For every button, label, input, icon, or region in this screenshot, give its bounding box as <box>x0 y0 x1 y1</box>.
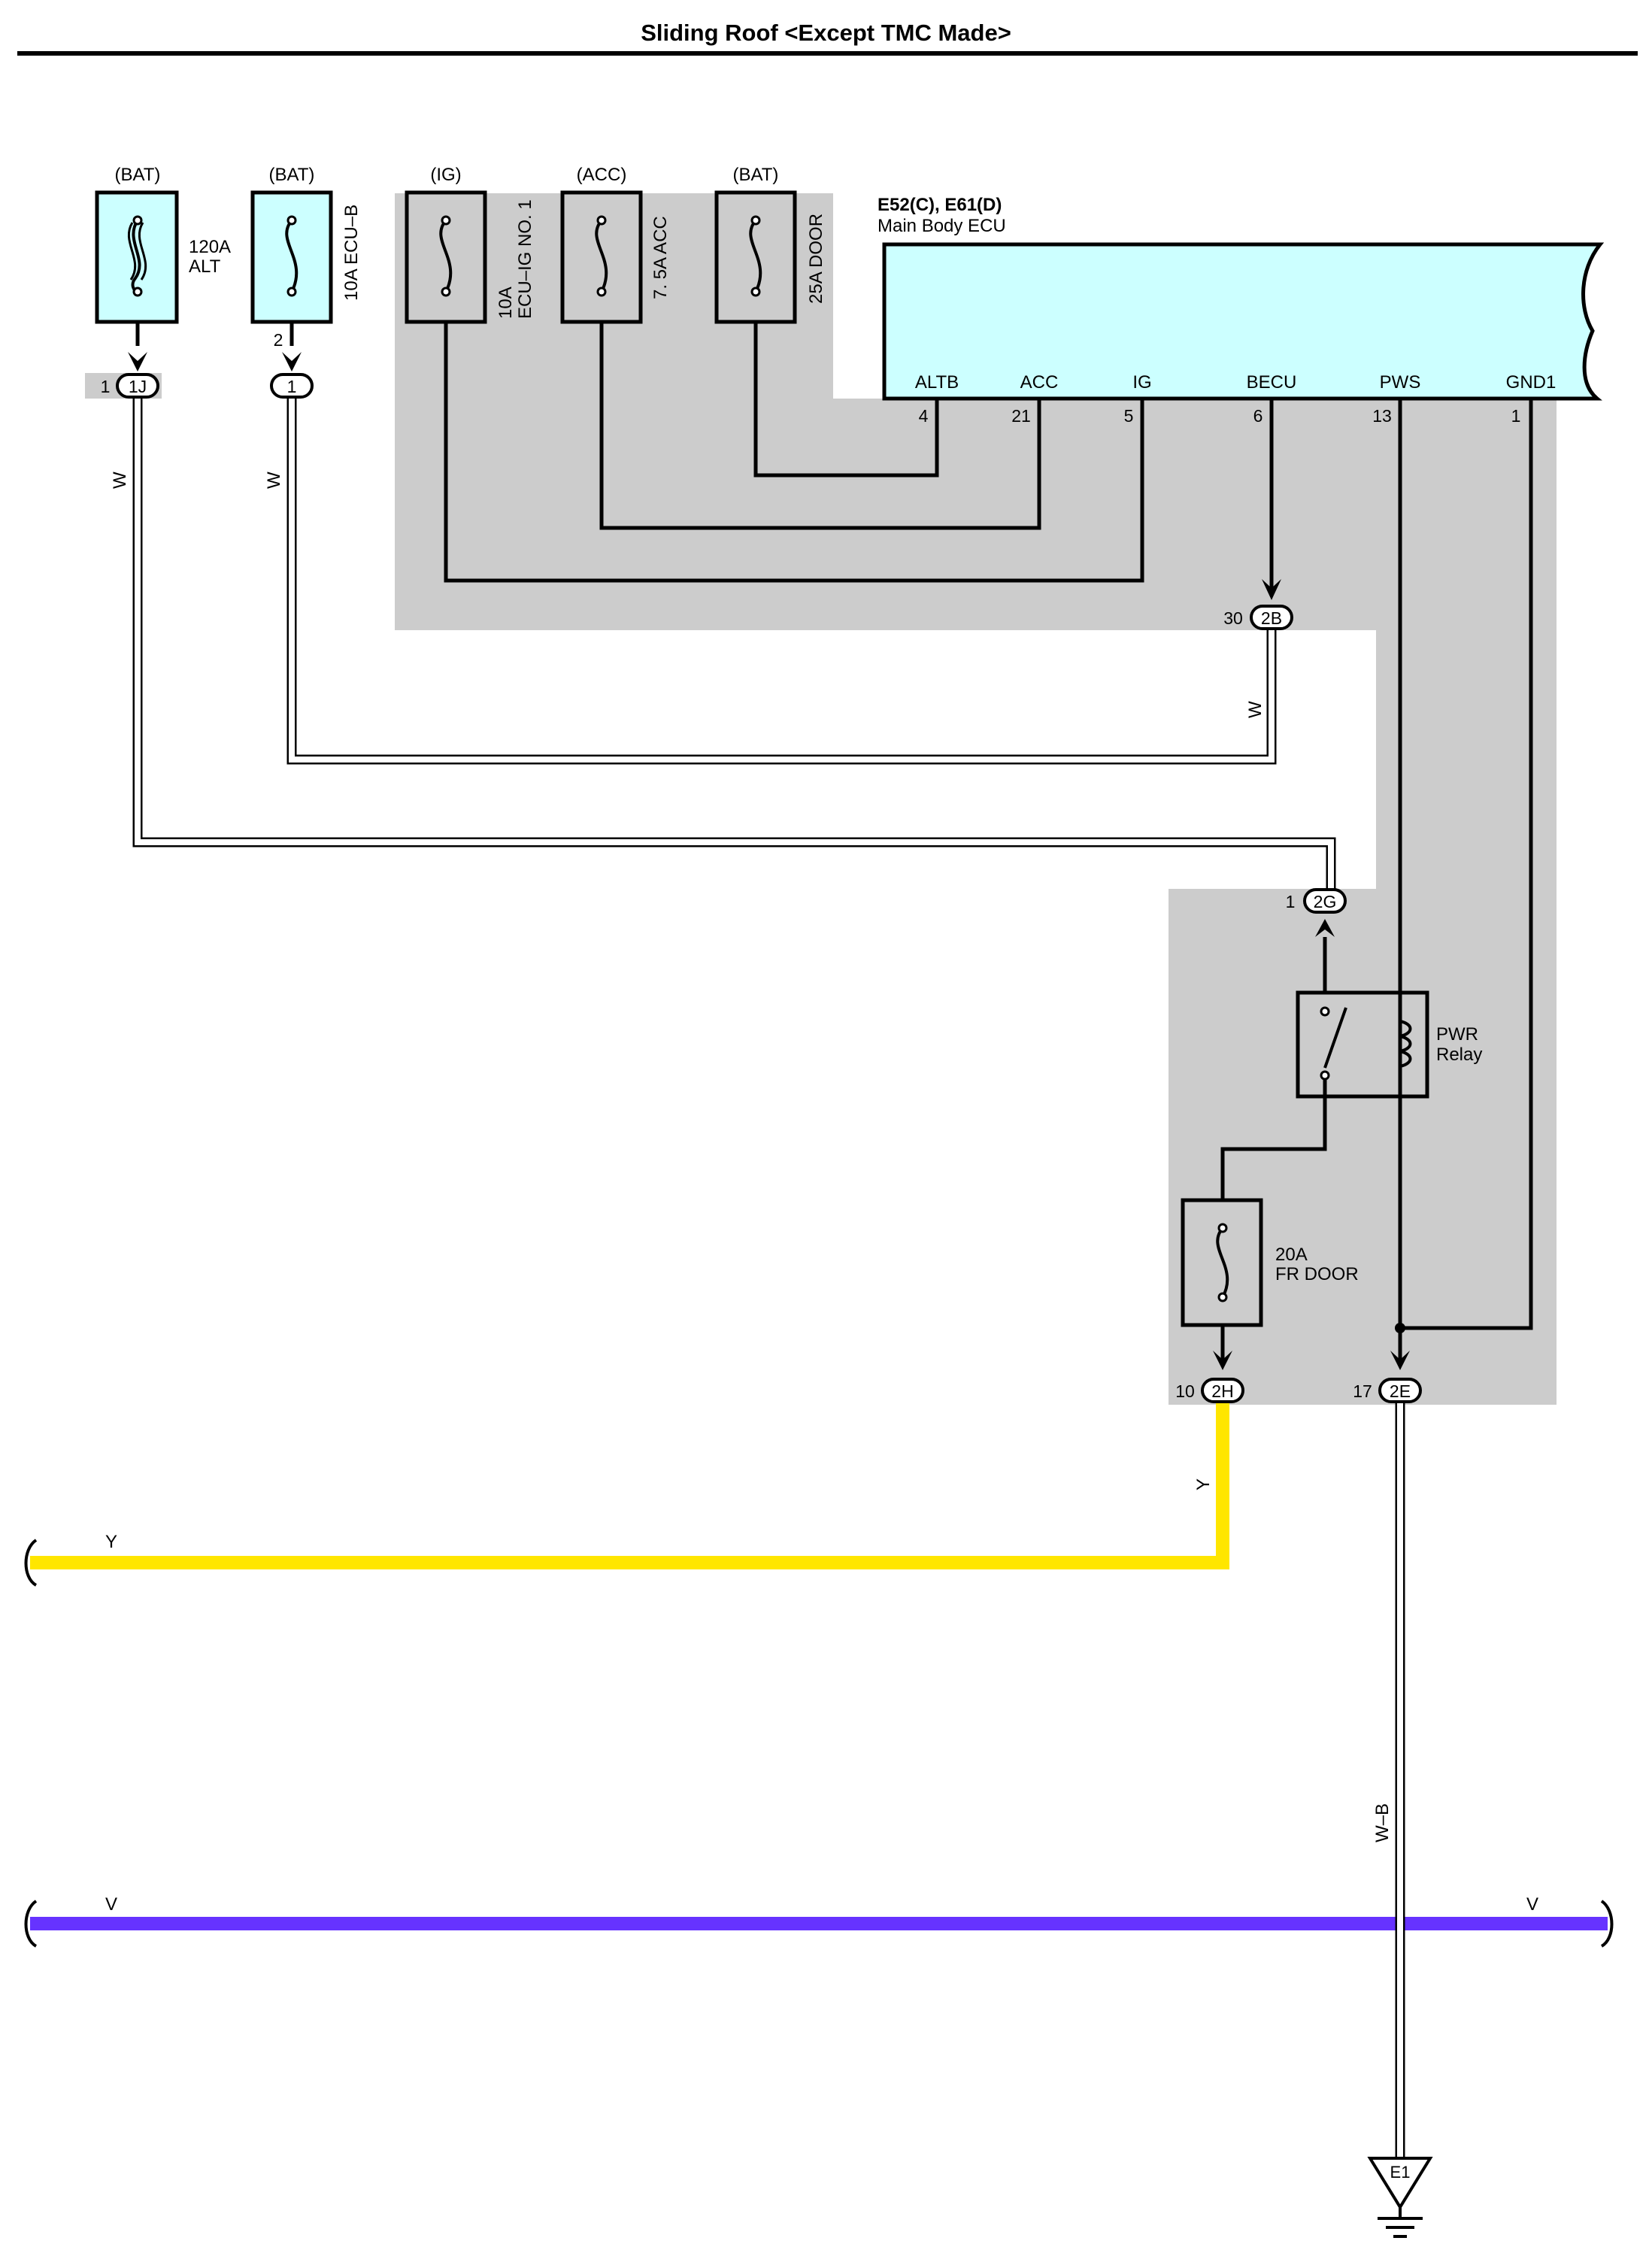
fuse-ecub-label: 10A ECU–B <box>341 205 362 301</box>
connector-1j-pin: 1 <box>101 377 111 396</box>
junction-block-shade-upper <box>395 193 1557 1405</box>
wire-label-w-3: W <box>1245 701 1266 718</box>
wire-label-w-1: W <box>110 472 130 489</box>
fuse-25a-door: (BAT) 25A DOOR <box>714 165 826 324</box>
connector-arrows <box>128 322 1410 1370</box>
wire-break-right-v <box>1600 1900 1614 1948</box>
fr-fuse-name: FR DOOR <box>1275 1264 1359 1284</box>
connector-2b: 30 2B <box>1223 605 1293 630</box>
connector-1-id: 1 <box>287 377 297 396</box>
pwr-relay: PWR Relay <box>1296 951 1482 1099</box>
connector-2h-pin: 10 <box>1175 1381 1195 1401</box>
fuse-7-5a-acc: (ACC) 7. 5A ACC <box>560 165 671 324</box>
wire-break-left-v <box>24 1900 38 1948</box>
connector-2g-pin: 1 <box>1286 892 1296 911</box>
ecu-code: E52(C), E61(D) <box>878 195 1002 215</box>
connector-2b-pin: 30 <box>1223 608 1243 628</box>
wire-label-wb: W–B <box>1372 1803 1393 1842</box>
connector-1: 2 1 <box>270 330 314 399</box>
ecu-pin-becu: 6 <box>1253 406 1263 426</box>
splice-point <box>1395 1323 1405 1333</box>
fuse-acc-source: (ACC) <box>577 165 627 185</box>
connector-2g: 1 2G <box>1286 888 1347 914</box>
relay-label-line2: Relay <box>1436 1045 1482 1065</box>
ecu-terminal-altb: ALTB <box>915 372 959 393</box>
wire-break-left-y <box>24 1539 38 1587</box>
fuse-alt-rating: 120A <box>189 237 231 257</box>
connector-1j: 1 1J <box>101 373 159 399</box>
ecu-terminal-pws: PWS <box>1380 372 1421 393</box>
fuse-20a-fr-door: 20A FR DOOR <box>1181 1198 1359 1327</box>
fuse-ecub-source: (BAT) <box>269 165 315 185</box>
wire-label-y-vertical: Y <box>1193 1478 1214 1490</box>
fuse-ecuig-rating: 10A <box>496 287 516 319</box>
fuse-door-source: (BAT) <box>733 165 779 185</box>
page-title: Sliding Roof <Except TMC Made> <box>641 20 1011 46</box>
wire-label-y-horizontal: Y <box>105 1532 117 1552</box>
wire-label-v-left: V <box>105 1894 117 1915</box>
ecu-terminal-becu: BECU <box>1247 372 1297 393</box>
ground-label: E1 <box>1390 2163 1411 2182</box>
fuse-acc-label: 7. 5A ACC <box>650 216 671 299</box>
wire-gnd1 <box>1400 399 1533 1330</box>
fuse-10a-ecu-b: (BAT) 10A ECU–B <box>250 165 362 324</box>
ground-e1: E1 <box>1367 2157 1433 2238</box>
wire-label-v-right: V <box>1526 1894 1538 1915</box>
fr-fuse-rating: 20A <box>1275 1245 1308 1265</box>
wire-label-w-2: W <box>264 472 284 489</box>
title-divider <box>17 51 1638 56</box>
fuse-120a-alt: (BAT) 120A ALT <box>95 165 231 324</box>
connector-2g-id: 2G <box>1314 892 1337 911</box>
ecu-name: Main Body ECU <box>878 216 1006 236</box>
main-body-ecu: E52(C), E61(D) Main Body ECU ALTB ACC IG… <box>878 195 1605 401</box>
wire-yellow <box>30 1403 1229 1569</box>
relay-label-line1: PWR <box>1436 1024 1478 1045</box>
ecu-pin-acc: 21 <box>1011 406 1031 426</box>
ecu-pin-altb: 4 <box>919 406 929 426</box>
ecu-terminal-gnd1: GND1 <box>1506 372 1557 393</box>
connector-2e-pin: 17 <box>1353 1381 1372 1401</box>
ecu-pin-gnd1: 1 <box>1511 406 1521 426</box>
wire-acc-acc <box>599 322 1041 530</box>
junction-wires <box>444 322 1533 1365</box>
ecu-pin-pws: 13 <box>1372 406 1392 426</box>
wire-relay-frfuse <box>1220 1098 1327 1200</box>
wire-ig-ig <box>444 322 1144 583</box>
fuse-10a-ecu-ig-no1: (IG) 10A ECU–IG NO. 1 <box>405 165 535 324</box>
ecu-terminal-acc: ACC <box>1020 372 1059 393</box>
fuse-ecuig-source: (IG) <box>430 165 461 185</box>
ecu-terminal-ig: IG <box>1132 372 1151 393</box>
connector-2b-id: 2B <box>1261 608 1282 628</box>
connector-2e: 17 2E <box>1353 1378 1422 1403</box>
ecu-pin-ig: 5 <box>1124 406 1134 426</box>
connector-1j-id: 1J <box>129 377 147 396</box>
white-wires <box>132 399 1405 2166</box>
connector-2h: 10 2H <box>1175 1378 1244 1403</box>
connector-1-pin: 2 <box>274 330 283 350</box>
fuse-ecuig-name: ECU–IG NO. 1 <box>515 199 535 319</box>
wire-door-altb <box>753 322 939 478</box>
connector-2h-id: 2H <box>1211 1381 1233 1401</box>
connector-2e-id: 2E <box>1390 1381 1411 1401</box>
fuse-alt-name: ALT <box>189 256 221 277</box>
fuse-alt-source: (BAT) <box>115 165 161 185</box>
fuse-door-label: 25A DOOR <box>806 214 826 304</box>
